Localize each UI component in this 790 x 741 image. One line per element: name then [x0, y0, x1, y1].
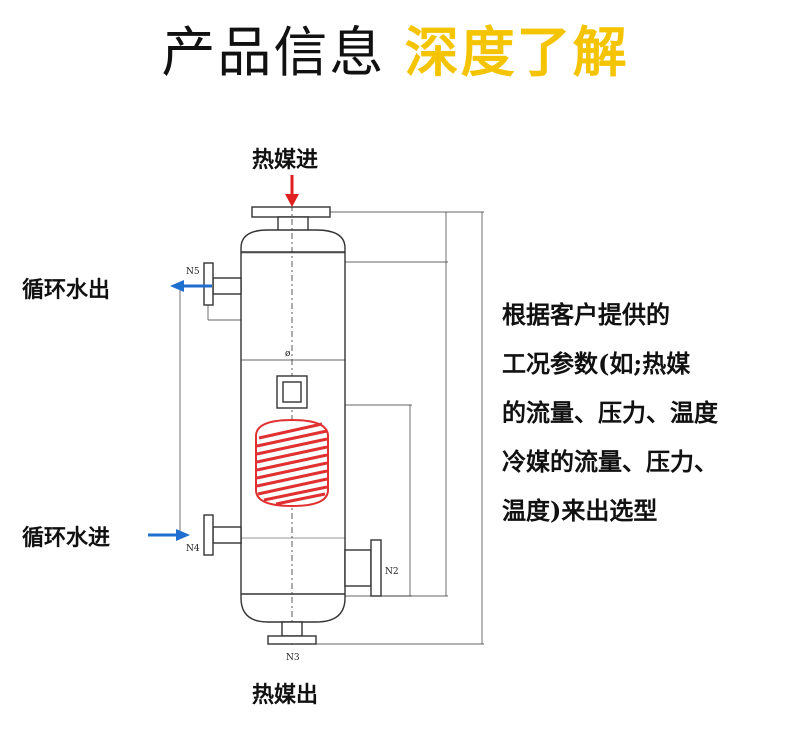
description-line: 工况参数(如;热媒: [502, 349, 691, 378]
label-n2: N2: [385, 567, 399, 577]
circ-in-arrow: [148, 529, 190, 541]
description-line: 冷媒的流量、压力、: [502, 447, 718, 476]
title-main: 产品信息: [161, 21, 386, 84]
label-circ-in: 循环水进: [22, 525, 111, 551]
label-hot-in: 热媒进: [252, 147, 319, 173]
label-n3: N3: [286, 653, 300, 663]
label-diameter: ø: [285, 349, 291, 359]
label-circ-out: 循环水出: [22, 277, 111, 303]
heating-coil: [255, 418, 329, 508]
label-hot-out: 热媒出: [252, 682, 319, 708]
circ-out-arrow: [170, 280, 212, 292]
selection-description: 根据客户提供的 工况参数(如;热媒 的流量、压力、温度 冷媒的流量、压力、 温度…: [502, 290, 782, 535]
title-accent: 深度了解: [404, 21, 629, 84]
label-n4: N4: [186, 544, 200, 554]
hot-in-arrow: [285, 175, 299, 207]
description-line: 根据客户提供的: [502, 300, 670, 329]
description-line: 的流量、压力、温度: [502, 398, 718, 427]
description-line: 温度)来出选型: [502, 496, 658, 525]
label-n5: N5: [186, 267, 200, 277]
page-title: 产品信息 深度了解: [0, 18, 790, 88]
